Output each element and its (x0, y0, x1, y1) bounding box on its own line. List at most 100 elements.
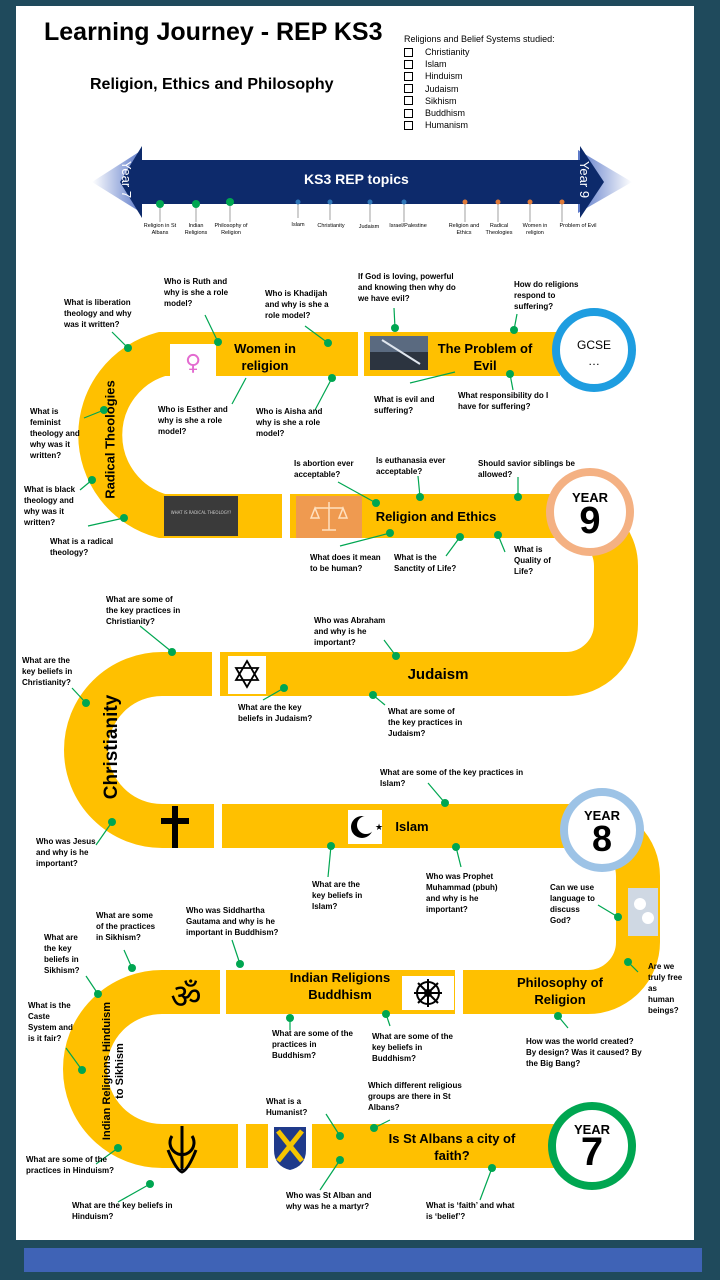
checkbox-icon (404, 47, 413, 57)
checkbox-icon (404, 72, 413, 81)
gcse-label: GCSE (576, 338, 611, 352)
year9-word: YEAR (571, 490, 609, 505)
question-label: Are we truly free as human beings? (648, 962, 683, 1015)
question-label: How do religions respond to suffering? (514, 280, 579, 311)
year9-number: 9 (579, 500, 601, 542)
religions-heading: Religions and Belief Systems studied: (404, 34, 555, 44)
question-label: What is the Sanctity of Life? (394, 553, 457, 573)
unit-st-albans: Is St Albans a city of faith? (388, 1131, 516, 1163)
checkbox-icon (404, 59, 413, 69)
question-label: What is black theology and why was it wr… (24, 485, 76, 527)
question-label: What is a Humanist? (266, 1097, 308, 1117)
question-label: What are some of the practices in Buddhi… (272, 1029, 353, 1060)
dharma-wheel-icon (414, 979, 442, 1007)
female-symbol-icon: ♀ (185, 351, 201, 376)
timeline-topic: Problem of Evil (559, 223, 597, 229)
question-label: Who was Abraham and why is he important? (314, 616, 386, 647)
question-label: Is abortion ever acceptable? (294, 459, 354, 479)
timeline-topic: Indian Religions (184, 223, 208, 236)
religions-list: Christianity Islam Hinduism Judaism Sikh… (404, 46, 470, 131)
religion-item: Hinduism (404, 70, 470, 82)
religion-item: Judaism (404, 83, 470, 95)
unit-islam: Islam (395, 819, 429, 834)
unit-radical-theologies: Radical Theologies (102, 380, 118, 499)
timeline-topic: Israel/Palestine (389, 223, 427, 229)
question-label: What is feminist theology and why was it… (30, 407, 80, 460)
question-label: Who is Aisha and why is she a role model… (256, 407, 323, 438)
question-label: What are some of the key practices in Ju… (388, 707, 463, 738)
question-label: Who was Jesus and why is he important? (36, 837, 96, 868)
question-label: What is the Caste System and is it fair? (28, 1001, 73, 1043)
question-label: What are the key beliefs in Sikhism? (44, 933, 80, 975)
question-label: Which different religious groups are the… (368, 1081, 462, 1112)
unit-indian-religions-buddhism: Indian Religions Buddhism (289, 970, 391, 1002)
question-label: Who is Ruth and why is she a role model? (164, 277, 229, 308)
checkbox-icon (404, 108, 413, 118)
star-of-david-icon (234, 659, 260, 689)
timeline-topic: Philosophy of Religion (214, 223, 248, 236)
bottom-bar (24, 1248, 702, 1272)
question-label: What is a radical theology? (50, 537, 114, 557)
svg-text:WHAT IS RADICAL THEOLOGY?: WHAT IS RADICAL THEOLOGY? (171, 510, 232, 515)
question-dots (78, 324, 632, 1188)
timeline-title: KS3 REP topics (304, 171, 409, 187)
question-label: What responsibility do I have for suffer… (458, 391, 549, 411)
question-label: What are the key beliefs in Judaism? (238, 703, 313, 723)
question-label: What are the key beliefs in Christianity… (22, 656, 73, 687)
radical-theology-book-image (164, 496, 238, 536)
checkbox-icon (404, 96, 413, 106)
question-label: What are the key beliefs in Hinduism? (72, 1201, 173, 1221)
page-subtitle: Religion, Ethics and Philosophy (90, 76, 334, 93)
timeline-topic: Christianity (317, 223, 345, 229)
religion-item: Humanism (404, 119, 470, 131)
question-label: Can we use language to discuss God? (550, 883, 595, 925)
gcse-dots: … (588, 354, 600, 368)
religion-item: Sikhism (404, 95, 470, 107)
timeline-topic: Religion and Ethics (448, 223, 480, 236)
question-label: What are some of the key practices in Ch… (106, 595, 181, 626)
question-label: What is liberation theology and why was … (64, 298, 132, 329)
philosophy-image (628, 888, 658, 936)
unit-religion-and-ethics: Religion and Ethics (375, 509, 497, 524)
question-label: What is evil and suffering? (374, 395, 435, 415)
checkbox-icon (404, 84, 413, 94)
timeline-topic: Judaism (358, 224, 380, 230)
timeline-arrow (92, 146, 632, 222)
year7-circle (548, 1102, 636, 1190)
question-label: What is Quality of Life? (514, 545, 551, 576)
svg-text:★: ★ (375, 823, 383, 833)
scales-icon (309, 502, 349, 531)
question-label: Who was Prophet Muhammad (pbuh) and why … (426, 872, 498, 914)
women-image (170, 344, 216, 376)
religion-item: Christianity (404, 46, 470, 58)
om-icon: ॐ (170, 977, 201, 1017)
question-label: What are some of the practices in Sikhis… (96, 911, 156, 942)
timeline-topic: Islam (291, 222, 305, 228)
question-label: What are some of the key practices in Is… (380, 768, 524, 788)
khanda-icon (166, 1126, 198, 1174)
question-label: Is euthanasia ever acceptable? (376, 456, 446, 476)
question-label: What are the key beliefs in Islam? (312, 880, 363, 911)
timeline-topic: Religion in St Albans (143, 223, 177, 236)
question-label: Should savior siblings be allowed? (478, 459, 575, 479)
question-label: Who is Esther and why is she a role mode… (158, 405, 228, 436)
unit-philosophy-of-religion: Philosophy of Religion (517, 975, 603, 1007)
timeline-topic: Women in religion (522, 223, 548, 236)
timeline-dots (156, 198, 565, 208)
year8-word: YEAR (583, 808, 621, 823)
checkbox-icon (404, 120, 413, 130)
religion-item: Islam (404, 58, 470, 70)
question-label: What is ‘faith’ and what is ‘belief’? (426, 1201, 515, 1221)
question-label: Who is Khadijah and why is she a role mo… (265, 289, 329, 320)
unit-christianity: Christianity (101, 694, 122, 800)
cross-icon (161, 806, 189, 848)
gcse-circle (552, 308, 636, 392)
question-label: What are some of the key beliefs in Budd… (372, 1032, 453, 1063)
year7-word: YEAR (573, 1122, 611, 1137)
question-label: If God is loving, powerful and knowing t… (358, 272, 456, 303)
page-title: Learning Journey - REP KS3 (44, 18, 383, 46)
timeline-topic: Radical Theologies (485, 223, 513, 236)
question-label: What are some of the practices in Hindui… (26, 1155, 115, 1175)
unit-problem-of-evil: The Problem of Evil (437, 341, 533, 373)
